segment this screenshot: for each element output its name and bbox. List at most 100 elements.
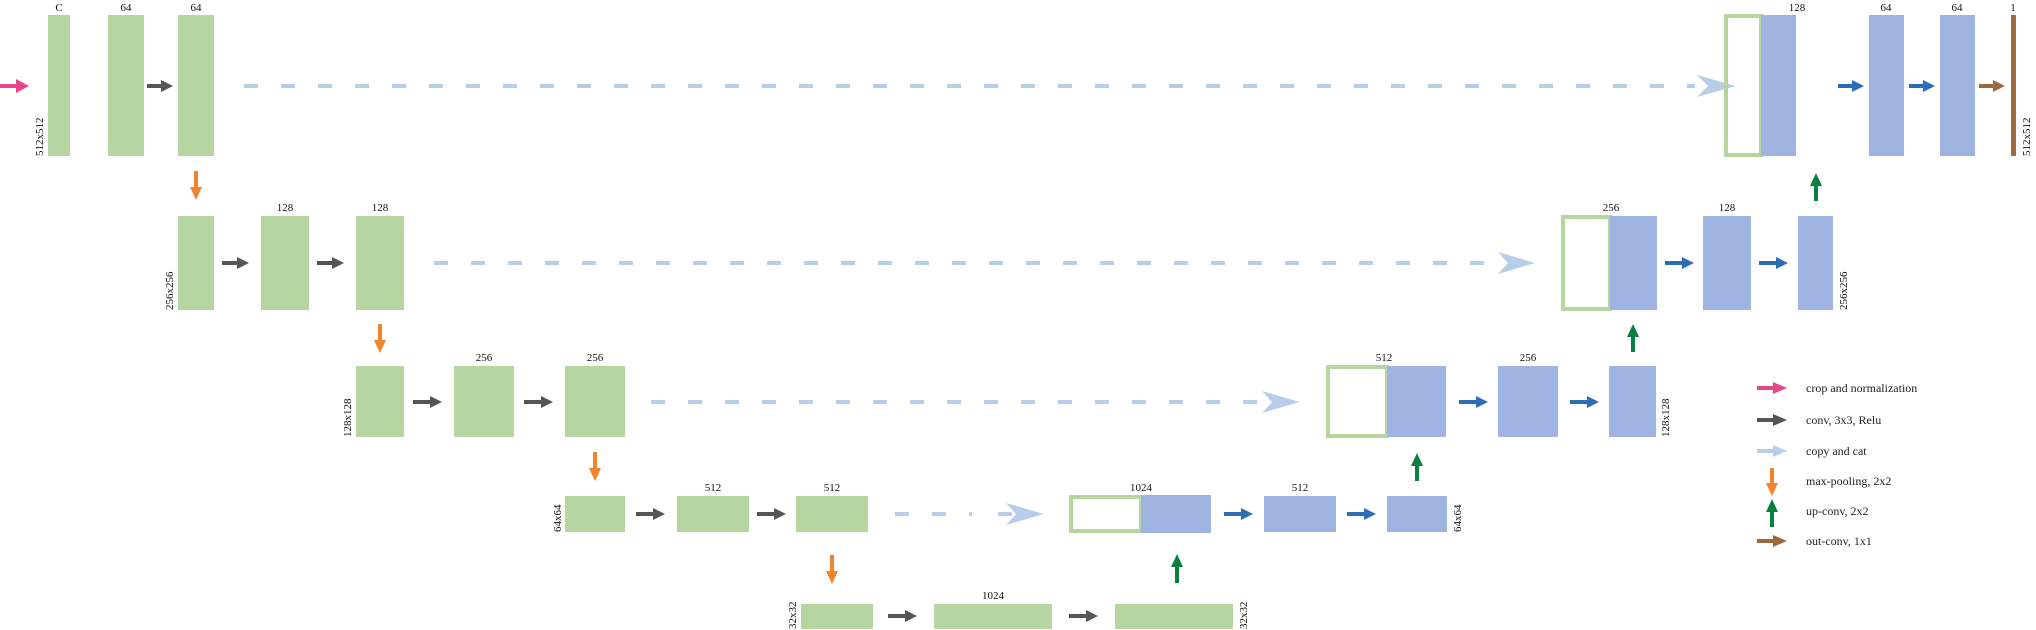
output-block	[2011, 15, 2016, 156]
upsampled-feature-block	[1387, 366, 1446, 437]
size-label-l5-out: 32x32	[1238, 602, 1250, 630]
legend-label: up-conv, 2x2	[1806, 504, 1869, 518]
channel-label: 64	[121, 2, 133, 14]
copied-feature-block	[1326, 365, 1389, 438]
copied-feature-block	[1069, 495, 1143, 533]
size-label-l1-in: 512x512	[34, 118, 46, 157]
channel-label: 256	[476, 352, 493, 364]
feature-map-block	[1703, 216, 1751, 310]
size-label-l4-out: 64x64	[1452, 504, 1464, 532]
decoder-conv-arrow	[1570, 396, 1599, 408]
feature-map-block	[801, 604, 873, 629]
channel-label: 1	[2010, 2, 2016, 14]
feature-map-block	[1869, 15, 1904, 156]
copy-cat-arrow-l2	[434, 252, 1535, 274]
decoder-conv-arrow	[1759, 257, 1788, 269]
channel-label: 512	[1292, 482, 1309, 494]
conv-arrow	[147, 80, 173, 92]
decoder-conv-arrow	[1838, 80, 1864, 92]
decoder-conv-arrow	[1459, 396, 1488, 408]
conv-arrow	[524, 396, 553, 408]
size-label-l4-in: 64x64	[552, 504, 564, 532]
legend-label: copy and cat	[1806, 444, 1867, 458]
legend-label: conv, 3x3, Relu	[1806, 413, 1881, 427]
upconv-arrow	[1810, 173, 1822, 201]
feature-map-block	[1798, 216, 1833, 310]
feature-map-block	[1498, 366, 1558, 437]
legend-label: out-conv, 1x1	[1806, 534, 1872, 548]
feature-map-block	[108, 15, 144, 156]
conv-arrow-icon	[1757, 414, 1787, 426]
level-1-decoder: 128 64 64 1 512x512	[1724, 2, 2033, 157]
decoder-conv-arrow	[1347, 508, 1376, 520]
upconv-arrow	[1171, 554, 1183, 583]
feature-map-block	[1387, 496, 1447, 532]
feature-map-block	[1609, 366, 1656, 437]
copy-cat-arrow-l3	[651, 391, 1300, 413]
legend-item: copy and cat	[1757, 444, 1867, 458]
upsampled-feature-block	[1610, 216, 1657, 310]
channel-label: 64	[1881, 2, 1893, 14]
legend-label: max-pooling, 2x2	[1806, 474, 1891, 488]
size-label-l1-out: 512x512	[2021, 118, 2033, 157]
level-2-encoder: 256x256 128 128	[164, 202, 404, 310]
conv-arrow	[317, 257, 344, 269]
feature-map-block	[1264, 496, 1336, 532]
channel-label: 512	[705, 482, 722, 494]
channel-label: 256	[1520, 352, 1537, 364]
conv-arrow	[1069, 610, 1098, 622]
level-1-encoder: C 512x512 64 64	[0, 2, 214, 156]
feature-map-block	[178, 216, 214, 310]
level-5-bottleneck: 32x32 1024 32x32	[787, 590, 1250, 629]
pool-arrow-icon	[1766, 468, 1778, 496]
feature-map-block	[565, 366, 625, 437]
size-label-l2-in: 256x256	[164, 271, 176, 310]
conv-arrow	[636, 508, 665, 520]
upconv-arrow	[1627, 324, 1639, 352]
legend-item: out-conv, 1x1	[1757, 534, 1872, 548]
size-label-l3-out: 128x128	[1660, 398, 1672, 437]
feature-map-block	[261, 216, 309, 310]
copied-feature-block	[1561, 215, 1612, 311]
size-label-l5-in: 32x32	[787, 602, 799, 630]
channel-label: 64	[191, 2, 203, 14]
channel-label: 1024	[1130, 482, 1153, 494]
channel-label: 128	[1719, 202, 1736, 214]
channel-label: 1024	[982, 590, 1005, 602]
level-4-decoder: 1024 512 64x64	[1069, 482, 1464, 533]
pool-arrow	[826, 555, 838, 584]
legend-item: crop and normalization	[1757, 381, 1917, 395]
channel-label: 512	[824, 482, 841, 494]
channel-label: 256	[1603, 202, 1620, 214]
level-3-decoder: 512 256 128x128	[1326, 352, 1672, 438]
feature-map-block	[1940, 15, 1975, 156]
level-3-encoder: 128x128 256 256	[342, 352, 625, 437]
legend-item: max-pooling, 2x2	[1766, 468, 1891, 496]
conv-arrow	[757, 508, 786, 520]
pool-arrow	[190, 171, 202, 200]
outconv-arrow-icon	[1757, 535, 1787, 547]
decoder-conv-arrow	[1665, 257, 1694, 269]
upsampled-feature-block	[1761, 15, 1796, 156]
legend-label: crop and normalization	[1806, 381, 1917, 395]
channel-label: 512	[1376, 352, 1393, 364]
feature-map-block	[356, 366, 404, 437]
crop-arrow	[0, 79, 29, 93]
copy-arrow-icon	[1757, 445, 1787, 457]
size-label-l3-in: 128x128	[342, 398, 354, 437]
channel-label: 64	[1952, 2, 1964, 14]
feature-map-block	[356, 216, 404, 310]
input-block	[48, 15, 70, 156]
crop-arrow-icon	[1757, 382, 1787, 394]
legend-item: up-conv, 2x2	[1766, 499, 1869, 527]
level-2-decoder: 256 128 256x256	[1561, 202, 1850, 311]
channel-label: 256	[587, 352, 604, 364]
upconv-arrow-icon	[1766, 499, 1778, 527]
channel-label: 128	[1789, 2, 1806, 14]
conv-arrow	[413, 396, 442, 408]
size-label-l2-out: 256x256	[1838, 271, 1850, 310]
upsampled-feature-block	[1141, 495, 1211, 533]
feature-map-block	[934, 604, 1052, 629]
decoder-conv-arrow	[1224, 508, 1253, 520]
